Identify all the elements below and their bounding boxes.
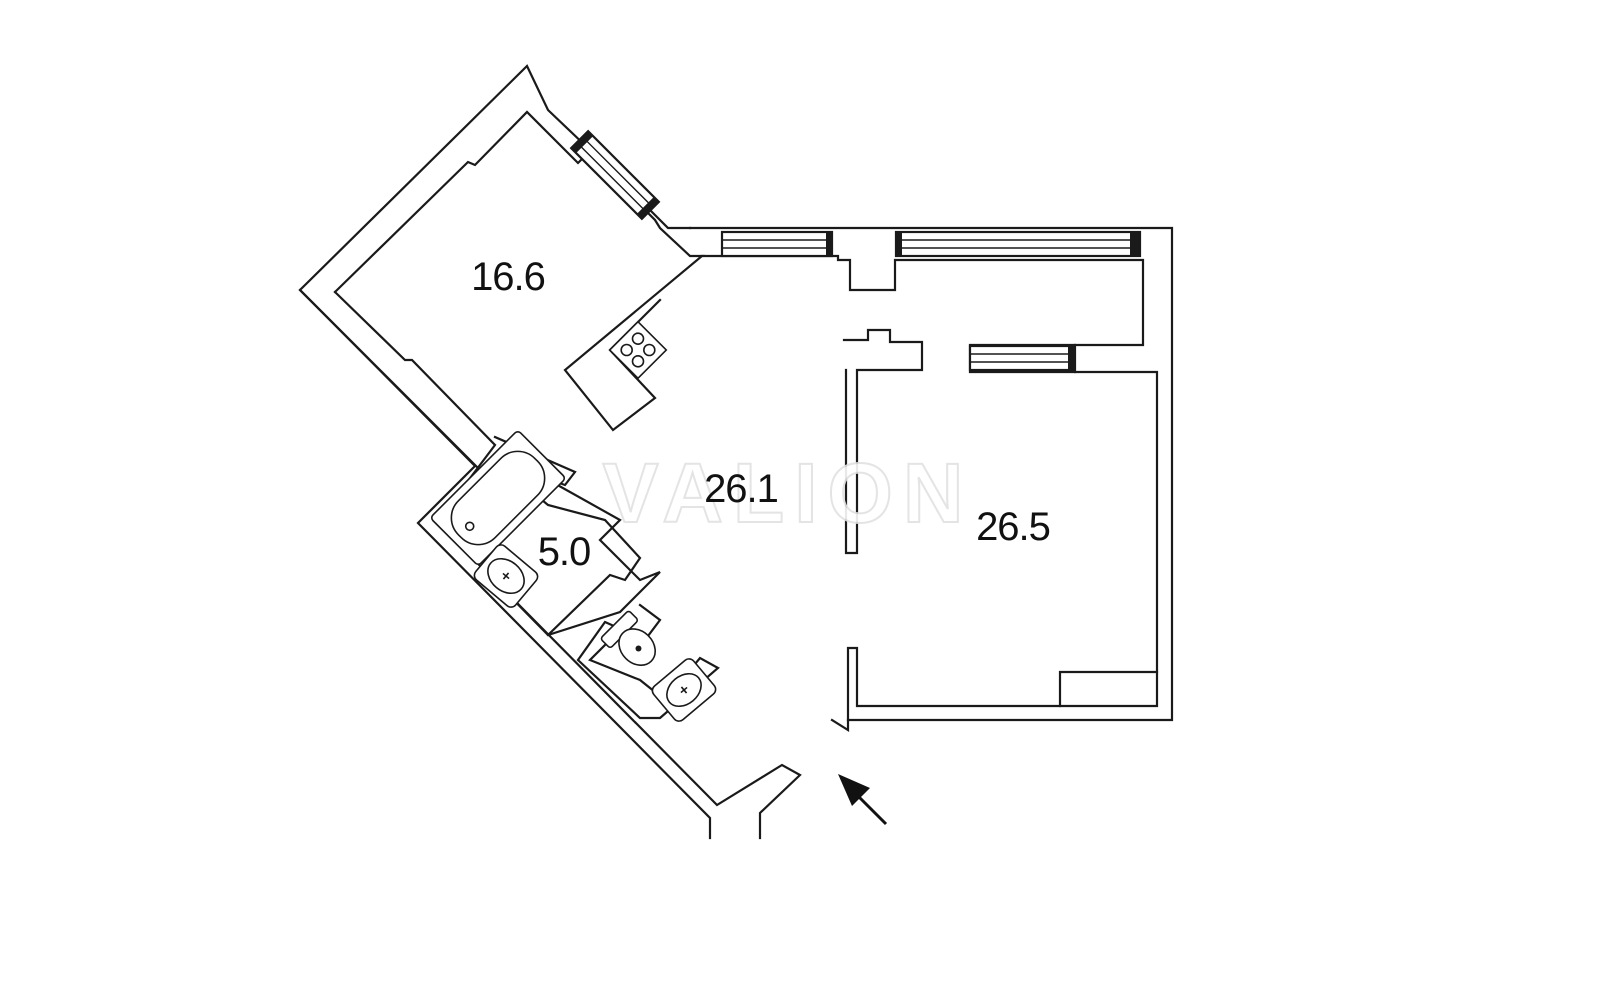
left-diagonal-outer-wall — [298, 288, 712, 840]
bathtub-icon — [430, 430, 566, 566]
stove-icon — [608, 320, 668, 380]
arrow-up-left-icon — [838, 774, 888, 826]
left-diagonal-inner-wall — [333, 290, 802, 840]
kitchen-window — [569, 129, 661, 221]
outer-walls — [298, 64, 1174, 840]
top-wall-inner — [700, 254, 1145, 347]
bedroom-inner-window — [968, 344, 1076, 372]
kitchen-area-label: 16.6 — [471, 255, 545, 299]
top-wall-outer — [688, 226, 1174, 732]
living-window — [720, 230, 834, 258]
bathroom-area-label: 5.0 — [538, 530, 591, 574]
bedroom-bottom-step — [1058, 670, 1159, 708]
windows — [569, 129, 1142, 372]
bedroom-partition-wall — [842, 328, 924, 555]
bedroom-area-label: 26.5 — [976, 505, 1050, 549]
toilet-icon — [600, 610, 656, 666]
watermark-text: VALION — [602, 446, 973, 540]
bathroom-wall — [435, 435, 661, 637]
hall-area-label: 26.1 — [704, 467, 778, 511]
bedroom-inner-wall — [846, 370, 1159, 722]
wc-sink-icon — [651, 658, 717, 722]
fixtures — [430, 320, 717, 722]
bedroom-window — [894, 230, 1142, 258]
bath-sink-icon — [473, 544, 539, 608]
kitchen-inner-wall — [333, 110, 706, 432]
